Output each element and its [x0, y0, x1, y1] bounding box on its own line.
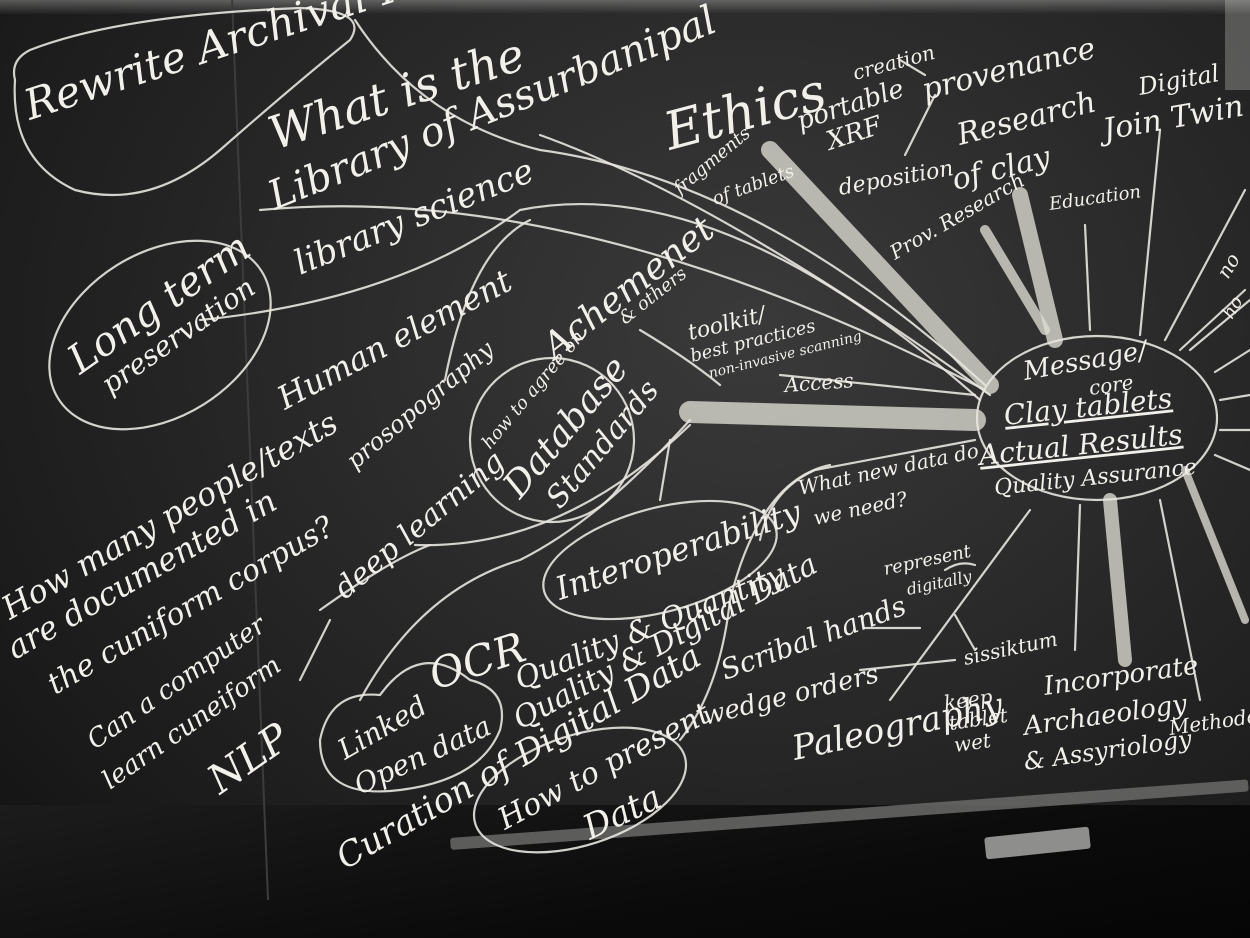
- ray-paleography: [888, 508, 1032, 702]
- text-ho: ho: [1218, 292, 1247, 322]
- line-provenance: [903, 93, 937, 157]
- ray-right-2: [1188, 298, 1250, 352]
- ray-right-6: [1213, 453, 1250, 472]
- chalk-text: Rewrite Archival History What is the Lib…: [0, 0, 1250, 878]
- text-ocr: OCR: [423, 623, 532, 700]
- ray-methodology: [1158, 498, 1202, 702]
- text-education: Education: [1047, 181, 1143, 215]
- line-achemenet: [638, 328, 722, 387]
- oval-interoperability: [542, 499, 778, 621]
- ray-right-3: [1213, 348, 1250, 374]
- text-of-tablets: of tablets: [710, 161, 798, 210]
- oval-linked-open-data: [318, 662, 504, 793]
- line-interop: [658, 438, 672, 502]
- text-wet: wet: [952, 728, 993, 757]
- ray-thick-down: [1103, 493, 1132, 667]
- ray-thick-up: [1012, 187, 1063, 348]
- line-wedge: [858, 658, 957, 672]
- text-deposition: deposition: [837, 156, 956, 201]
- line-present: [678, 463, 832, 742]
- oval-database: [468, 356, 636, 524]
- wall-right: [1225, 0, 1250, 90]
- enclosures: [12, 6, 1219, 854]
- line-preservation: [198, 203, 982, 402]
- ray-up-2: [980, 225, 1050, 335]
- oval-rewrite: [12, 6, 356, 197]
- line-library: [538, 133, 992, 397]
- line-ocr: [358, 418, 692, 702]
- text-no: no: [1212, 249, 1245, 283]
- wall-top: [0, 0, 1250, 14]
- ray-right-1: [1163, 188, 1247, 342]
- ray-thick-left: [679, 401, 986, 431]
- oval-preservation: [48, 239, 272, 431]
- line-prosopography: [443, 218, 532, 382]
- ray-digital: [1138, 128, 1162, 337]
- text-how-many-1: How many people/texts: [0, 403, 344, 627]
- line-library-science: [258, 205, 987, 392]
- line-rewrite: [353, 18, 987, 387]
- text-nlp: NLP: [199, 714, 300, 804]
- ray-down-right: [1181, 466, 1249, 624]
- ray-access: [778, 373, 977, 397]
- text-access: Access: [782, 368, 855, 397]
- oval-core-message: [975, 334, 1219, 502]
- board-seam: [231, 0, 269, 901]
- line-right-top: [1178, 288, 1247, 352]
- line-represent: [943, 562, 977, 572]
- line-sissiktum: [953, 613, 977, 652]
- ray-education: [1083, 223, 1092, 332]
- text-join-twin: Join Twin: [1094, 89, 1246, 149]
- ray-right-4: [1218, 393, 1250, 402]
- ray-incorporate: [1073, 503, 1082, 652]
- ray-thick-upper-left: [761, 141, 999, 394]
- line-nlp: [298, 618, 332, 682]
- line-creation: [898, 58, 927, 77]
- text-sissiktum: sissiktum: [961, 627, 1059, 670]
- connector-lines: [198, 18, 1247, 742]
- line-computer: [318, 543, 432, 612]
- oval-present-data: [472, 726, 688, 854]
